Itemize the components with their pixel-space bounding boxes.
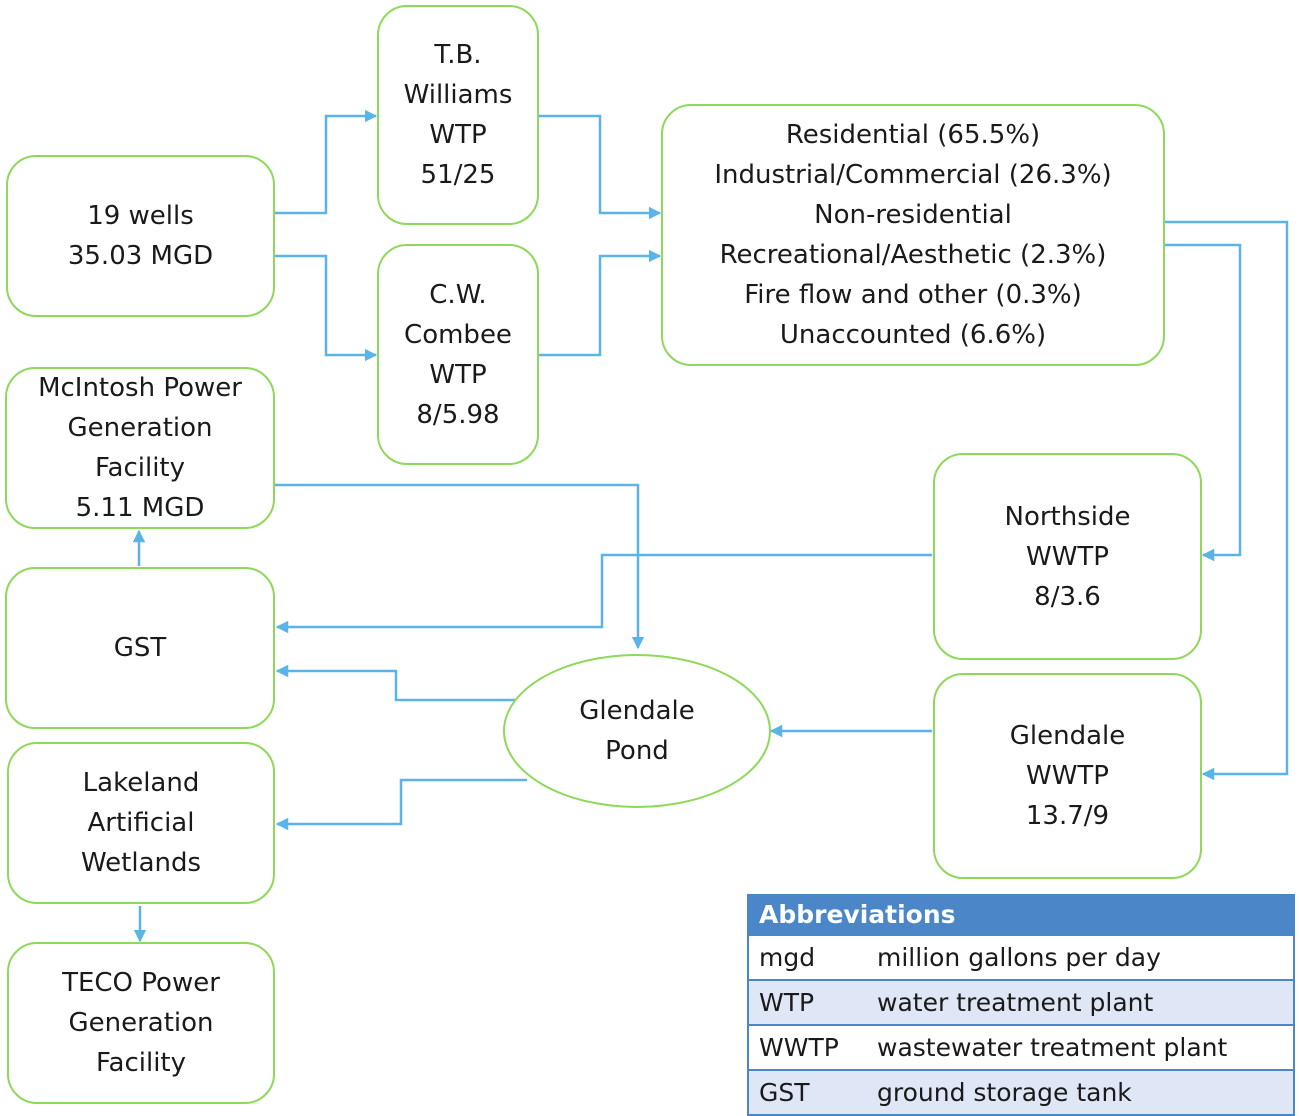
abbreviations-rows: mgd million gallons per day WTP water tr… <box>749 934 1293 1114</box>
tb-williams-capacity: 51/25 <box>420 160 496 190</box>
tb-williams-line-1: T.B. <box>434 40 482 70</box>
glendale-wwtp-line-1: Glendale <box>1009 721 1126 751</box>
use-industrial-commercial: Industrial/Commercial (26.3%) <box>714 160 1112 190</box>
abbreviation-row: mgd million gallons per day <box>749 934 1293 979</box>
mcintosh-line-2: Generation <box>67 413 213 443</box>
abbreviation-term: GST <box>759 1078 810 1107</box>
mcintosh-flow: 5.11 MGD <box>75 493 205 523</box>
gst-node: GST <box>5 567 275 729</box>
gst-label: GST <box>113 633 167 663</box>
arrow-cw-combee-to-uses <box>539 249 662 357</box>
cw-combee-capacity: 8/5.98 <box>416 399 500 430</box>
abbreviation-definition: water treatment plant <box>877 988 1154 1017</box>
glendale-pond-line-2: Pond <box>605 736 669 766</box>
abbreviation-definition: wastewater treatment plant <box>877 1033 1228 1062</box>
abbreviation-definition: ground storage tank <box>877 1078 1132 1107</box>
arrow-uses-to-northside <box>1165 243 1242 562</box>
abbreviation-row: GST ground storage tank <box>749 1069 1293 1114</box>
use-recreational-aesthetic: Recreational/Aesthetic (2.3%) <box>719 240 1107 270</box>
lakeland-line-2: Artificial <box>87 808 195 838</box>
abbreviation-term: WWTP <box>759 1033 839 1062</box>
teco-line-2: Generation <box>68 1008 214 1038</box>
abbreviations-title: Abbreviations <box>749 896 1293 934</box>
abbreviation-term: WTP <box>759 988 815 1017</box>
arrow-pond-to-lakeland <box>275 778 527 831</box>
mcintosh-line-1: McIntosh Power <box>38 373 242 403</box>
arrow-mcintosh-to-pond <box>275 483 645 650</box>
arrow-northside-to-gst <box>275 553 932 634</box>
cw-combee-wtp-node: C.W. Combee WTP 8/5.98 <box>377 244 539 465</box>
cw-combee-line-3: WTP <box>429 359 487 390</box>
abbreviation-row: WTP water treatment plant <box>749 979 1293 1024</box>
arrow-wells-to-tb-williams <box>275 109 378 215</box>
lakeland-line-3: Wetlands <box>80 848 202 878</box>
northside-line-1: Northside <box>1004 501 1131 532</box>
teco-facility-node: TECO Power Generation Facility <box>7 942 275 1104</box>
use-non-residential: Non-residential <box>814 200 1012 230</box>
tb-williams-line-2: Williams <box>403 80 513 110</box>
cw-combee-line-2: Combee <box>404 319 512 350</box>
arrow-uses-to-glendale-wwtp <box>1165 220 1289 781</box>
tb-williams-wtp-node: T.B. Williams WTP 51/25 <box>377 5 539 225</box>
glendale-wwtp-node: Glendale WWTP 13.7/9 <box>933 673 1202 879</box>
tb-williams-line-3: WTP <box>429 120 487 150</box>
abbreviation-definition: million gallons per day <box>877 943 1161 972</box>
lakeland-line-1: Lakeland <box>82 768 200 798</box>
abbreviation-row: WWTP wastewater treatment plant <box>749 1024 1293 1069</box>
wells-node: 19 wells 35.03 MGD <box>6 155 275 317</box>
glendale-pond-line-1: Glendale <box>579 696 695 726</box>
lakeland-wetlands-node: Lakeland Artificial Wetlands <box>7 742 275 904</box>
mcintosh-facility-node: McIntosh Power Generation Facility 5.11 … <box>5 367 275 529</box>
glendale-wwtp-capacity: 13.7/9 <box>1025 801 1110 831</box>
water-uses-node: Residential (65.5%) Industrial/Commercia… <box>661 104 1165 366</box>
arrow-tb-williams-to-uses <box>539 114 662 220</box>
mcintosh-line-3: Facility <box>94 453 186 483</box>
cw-combee-line-1: C.W. <box>429 279 487 310</box>
use-residential: Residential (65.5%) <box>785 120 1041 150</box>
glendale-wwtp-line-2: WWTP <box>1026 761 1109 791</box>
wells-flow-label: 35.03 MGD <box>67 241 214 271</box>
teco-line-1: TECO Power <box>62 968 220 998</box>
arrow-pond-to-gst <box>275 664 515 702</box>
northside-line-2: WWTP <box>1026 541 1109 572</box>
northside-wwtp-node: Northside WWTP 8/3.6 <box>933 453 1202 660</box>
abbreviations-table: Abbreviations mgd million gallons per da… <box>747 894 1295 1116</box>
abbreviation-term: mgd <box>759 943 816 972</box>
use-unaccounted: Unaccounted (6.6%) <box>779 320 1047 350</box>
northside-capacity: 8/3.6 <box>1034 581 1101 612</box>
wells-count-label: 19 wells <box>87 201 194 231</box>
teco-line-3: Facility <box>95 1048 187 1078</box>
glendale-pond-node: Glendale Pond <box>503 654 771 808</box>
arrow-wells-to-cw-combee <box>275 254 378 362</box>
use-fire-flow: Fire flow and other (0.3%) <box>744 280 1082 310</box>
